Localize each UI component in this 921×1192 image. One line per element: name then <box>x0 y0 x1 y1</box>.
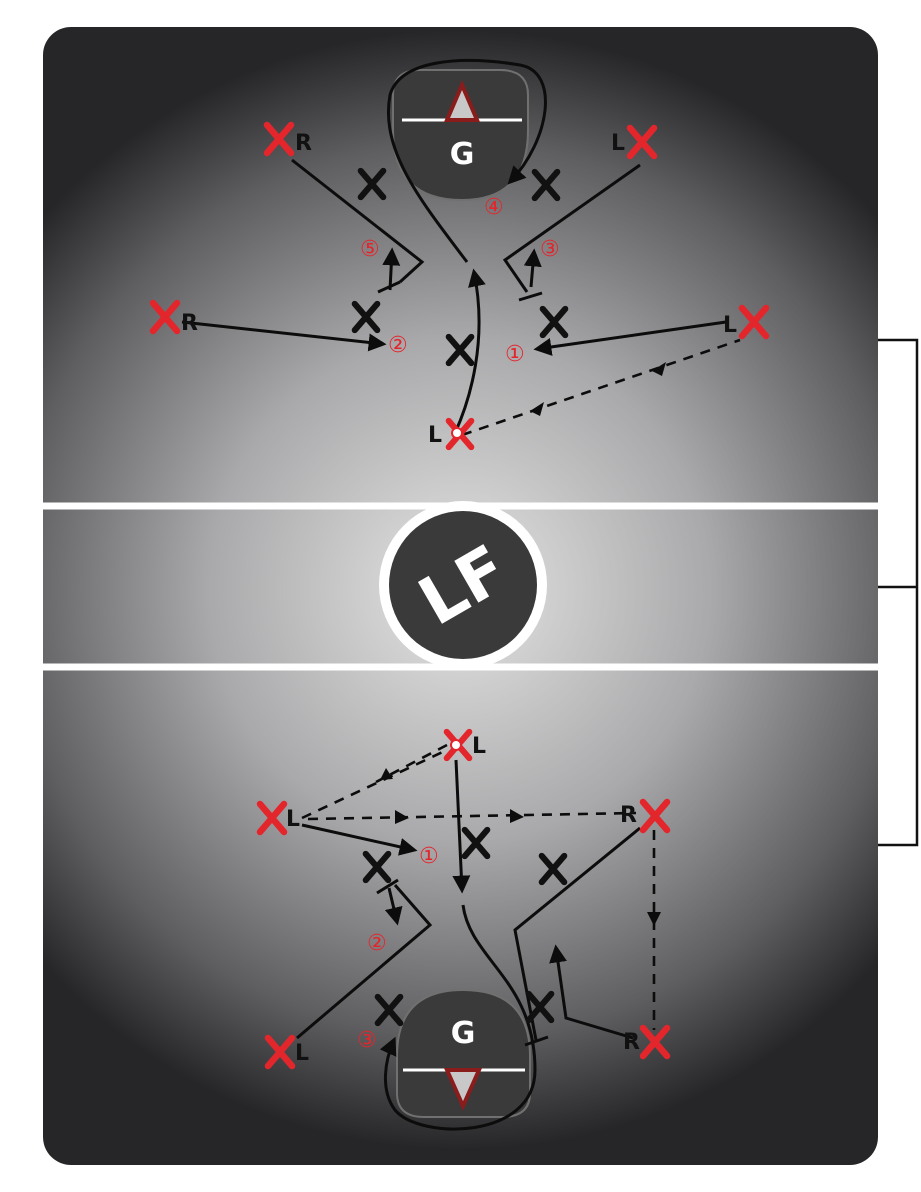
bottom-sequence-numbers: ① ② ③ <box>357 844 439 1053</box>
sequence-number: ④ <box>484 195 504 220</box>
bottom-crease: G <box>396 988 531 1118</box>
sequence-number: ③ <box>357 1028 377 1053</box>
center-logo: LF <box>379 501 547 669</box>
top-sequence-numbers: ① ② ③ ④ ⑤ <box>360 195 560 367</box>
attacker-hand-label: L <box>428 423 442 448</box>
sequence-number: ③ <box>540 237 560 262</box>
attacker-hand-label: R <box>181 311 198 336</box>
ball-icon <box>451 427 463 439</box>
top-crease: G <box>392 69 529 202</box>
sequence-number: ⑤ <box>360 237 380 262</box>
top-movement-paths <box>181 58 741 437</box>
top-attackers: R L R L L <box>153 125 766 448</box>
section-bracket <box>878 338 919 847</box>
bottom-goalie-label: G <box>451 1016 476 1051</box>
attacker-hand-label: L <box>723 313 737 338</box>
sequence-number: ① <box>505 342 525 367</box>
attacker-hand-label: L <box>611 131 625 156</box>
ball-icon <box>450 739 462 751</box>
top-goalie-label: G <box>450 137 475 172</box>
attacker-hand-label: R <box>295 131 312 156</box>
sequence-number: ① <box>419 844 439 869</box>
attacker-hand-label: L <box>295 1041 309 1066</box>
sequence-number: ② <box>367 931 387 956</box>
attacker-hand-label: R <box>623 1030 640 1055</box>
attacker-hand-label: L <box>286 807 300 832</box>
attacker-hand-label: R <box>620 803 637 828</box>
sequence-number: ② <box>388 333 408 358</box>
bottom-movement-paths <box>296 743 661 1131</box>
attacker-hand-label: L <box>472 734 486 759</box>
bottom-attackers: L L R L R <box>260 732 667 1066</box>
